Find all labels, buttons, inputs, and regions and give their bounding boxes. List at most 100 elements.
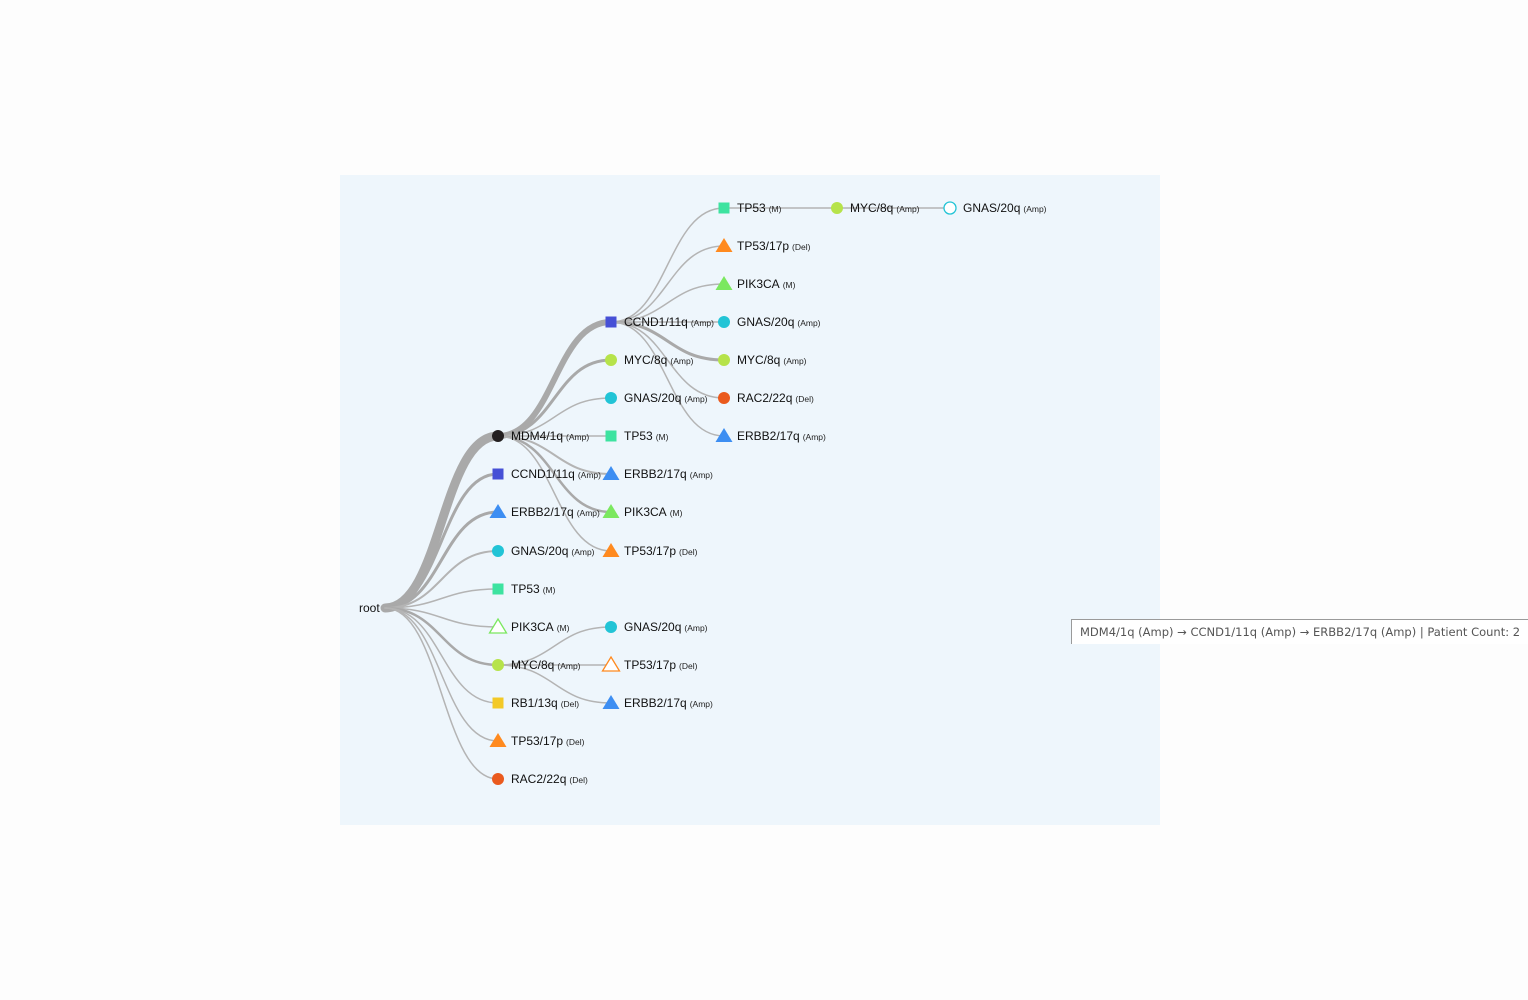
triangle-marker bbox=[488, 617, 508, 634]
circle-marker bbox=[718, 354, 730, 366]
node-mycc[interactable]: MYC/8q(Amp) bbox=[718, 353, 807, 367]
circle-marker bbox=[492, 430, 504, 442]
node-mycb[interactable]: MYC/8q(Amp) bbox=[605, 353, 694, 367]
node-tp53p_b[interactable]: TP53/17p(Del) bbox=[602, 543, 698, 558]
node-tp53c[interactable]: TP53(M) bbox=[718, 201, 782, 215]
link-myca-gnasc bbox=[497, 626, 612, 666]
link-ccnd1b-tp53p_d bbox=[610, 245, 725, 323]
node-label: CCND1/11q(Amp) bbox=[511, 467, 601, 481]
node-pik3cac[interactable]: PIK3CA(M) bbox=[715, 276, 796, 291]
circle-marker bbox=[943, 201, 957, 215]
node-gnasd[interactable]: GNAS/20q(Amp) bbox=[718, 315, 821, 329]
path-tooltip: MDM4/1q (Amp) → CCND1/11q (Amp) → ERBB2/… bbox=[1071, 619, 1528, 644]
node-label: MDM4/1q(Amp) bbox=[511, 429, 589, 443]
node-rb1[interactable]: RB1/13q(Del) bbox=[492, 696, 580, 710]
circle-marker bbox=[831, 202, 843, 214]
node-root[interactable]: root bbox=[359, 601, 380, 615]
node-label: TP53/17p(Del) bbox=[624, 544, 698, 558]
node-label: ERBB2/17q(Amp) bbox=[624, 467, 713, 481]
node-label: PIK3CA(M) bbox=[737, 277, 796, 291]
node-tp53p_c[interactable]: TP53/17p(Del) bbox=[601, 655, 698, 672]
node-label: PIK3CA(M) bbox=[511, 620, 570, 634]
node-mdm4[interactable]: MDM4/1q(Amp) bbox=[492, 429, 589, 443]
node-label: RAC2/22q(Del) bbox=[737, 391, 814, 405]
node-label: PIK3CA(M) bbox=[624, 505, 683, 519]
node-erbb2c[interactable]: ERBB2/17q(Amp) bbox=[602, 695, 714, 710]
node-label: root bbox=[359, 601, 380, 615]
node-gnasb[interactable]: GNAS/20q(Amp) bbox=[605, 391, 708, 405]
triangle-marker bbox=[489, 733, 507, 747]
node-rac2b[interactable]: RAC2/22q(Del) bbox=[718, 391, 814, 405]
node-label: MYC/8q(Amp) bbox=[624, 353, 694, 367]
link-root-erbb2a bbox=[383, 510, 500, 610]
circle-marker bbox=[718, 316, 730, 328]
node-label: ERBB2/17q(Amp) bbox=[737, 429, 826, 443]
link-root-rac2a bbox=[384, 607, 499, 780]
node-label: TP53/17p(Del) bbox=[511, 734, 585, 748]
node-pik3cab[interactable]: PIK3CA(M) bbox=[602, 504, 683, 519]
node-label: GNAS/20q(Amp) bbox=[511, 544, 595, 558]
square-marker bbox=[605, 430, 617, 442]
node-tp53p_a[interactable]: TP53/17p(Del) bbox=[489, 733, 585, 748]
node-label: ERBB2/17q(Amp) bbox=[624, 696, 713, 710]
triangle-marker bbox=[715, 428, 733, 442]
node-label: TP53(M) bbox=[737, 201, 782, 215]
circle-marker bbox=[605, 621, 617, 633]
node-erbb2d[interactable]: ERBB2/17q(Amp) bbox=[715, 428, 827, 443]
node-label: MYC/8q(Amp) bbox=[850, 201, 920, 215]
node-label: TP53/17p(Del) bbox=[737, 239, 811, 253]
node-gnasa[interactable]: GNAS/20q(Amp) bbox=[492, 544, 595, 558]
node-myca[interactable]: MYC/8q(Amp) bbox=[492, 658, 581, 672]
node-tp53a[interactable]: TP53(M) bbox=[492, 582, 556, 596]
link-mdm4-mycb bbox=[496, 358, 613, 438]
square-marker bbox=[492, 468, 504, 480]
node-label: RAC2/22q(Del) bbox=[511, 772, 588, 786]
link-root-tp53a bbox=[384, 588, 499, 609]
node-label: CCND1/11q(Amp) bbox=[624, 315, 714, 329]
square-marker bbox=[492, 583, 504, 595]
node-gnasc[interactable]: GNAS/20q(Amp) bbox=[605, 620, 708, 634]
circle-marker bbox=[718, 392, 730, 404]
node-label: TP53/17p(Del) bbox=[624, 658, 698, 672]
circle-marker bbox=[492, 659, 504, 671]
link-root-tp53p_a bbox=[384, 607, 499, 742]
triangle-marker bbox=[715, 238, 733, 252]
link-root-gnasa bbox=[384, 550, 499, 609]
mutation-tree: root MDM4/1q(Amp) CCND1/11q(Amp) ERBB2/17q(… bbox=[359, 201, 1047, 786]
link-myca-erbb2c bbox=[497, 664, 612, 704]
square-marker bbox=[718, 202, 730, 214]
link-ccnd1b-mycc bbox=[609, 320, 726, 362]
triangle-marker bbox=[601, 655, 621, 672]
node-label: TP53(M) bbox=[511, 582, 556, 596]
node-label: MYC/8q(Amp) bbox=[511, 658, 581, 672]
node-tp53b[interactable]: TP53(M) bbox=[605, 429, 669, 443]
link-mdm4-ccnd1b bbox=[495, 319, 614, 439]
triangle-marker bbox=[602, 466, 620, 480]
link-ccnd1b-erbb2d bbox=[610, 321, 725, 437]
node-erbb2a[interactable]: ERBB2/17q(Amp) bbox=[489, 504, 601, 519]
link-root-ccnd1a bbox=[383, 472, 500, 610]
node-pik3caa[interactable]: PIK3CA(M) bbox=[488, 617, 570, 634]
node-ccnd1b[interactable]: CCND1/11q(Amp) bbox=[605, 315, 715, 329]
node-tp53p_d[interactable]: TP53/17p(Del) bbox=[715, 238, 811, 253]
node-label: GNAS/20q(Amp) bbox=[737, 315, 821, 329]
node-rac2a[interactable]: RAC2/22q(Del) bbox=[492, 772, 588, 786]
circle-marker bbox=[605, 354, 617, 366]
node-ccnd1a[interactable]: CCND1/11q(Amp) bbox=[492, 467, 602, 481]
circle-marker bbox=[492, 773, 504, 785]
node-label: GNAS/20q(Amp) bbox=[624, 620, 708, 634]
node-gnase[interactable]: GNAS/20q(Amp) bbox=[943, 201, 1047, 215]
link-ccnd1b-pik3cac bbox=[610, 283, 725, 323]
node-erbb2b[interactable]: ERBB2/17q(Amp) bbox=[602, 466, 714, 481]
link-mdm4-tp53p_b bbox=[497, 435, 612, 552]
triangle-marker bbox=[489, 504, 507, 518]
node-label: GNAS/20q(Amp) bbox=[624, 391, 708, 405]
tree-links bbox=[380, 207, 951, 780]
tree-panel: root MDM4/1q(Amp) CCND1/11q(Amp) ERBB2/17q(… bbox=[340, 175, 1528, 825]
link-ccnd1b-rac2b bbox=[610, 321, 725, 399]
node-label: TP53(M) bbox=[624, 429, 669, 443]
tree-nodes: root MDM4/1q(Amp) CCND1/11q(Amp) ERBB2/17q(… bbox=[359, 201, 1047, 786]
node-mycd[interactable]: MYC/8q(Amp) bbox=[831, 201, 920, 215]
link-root-myca bbox=[383, 606, 500, 667]
link-root-rb1 bbox=[384, 607, 499, 704]
